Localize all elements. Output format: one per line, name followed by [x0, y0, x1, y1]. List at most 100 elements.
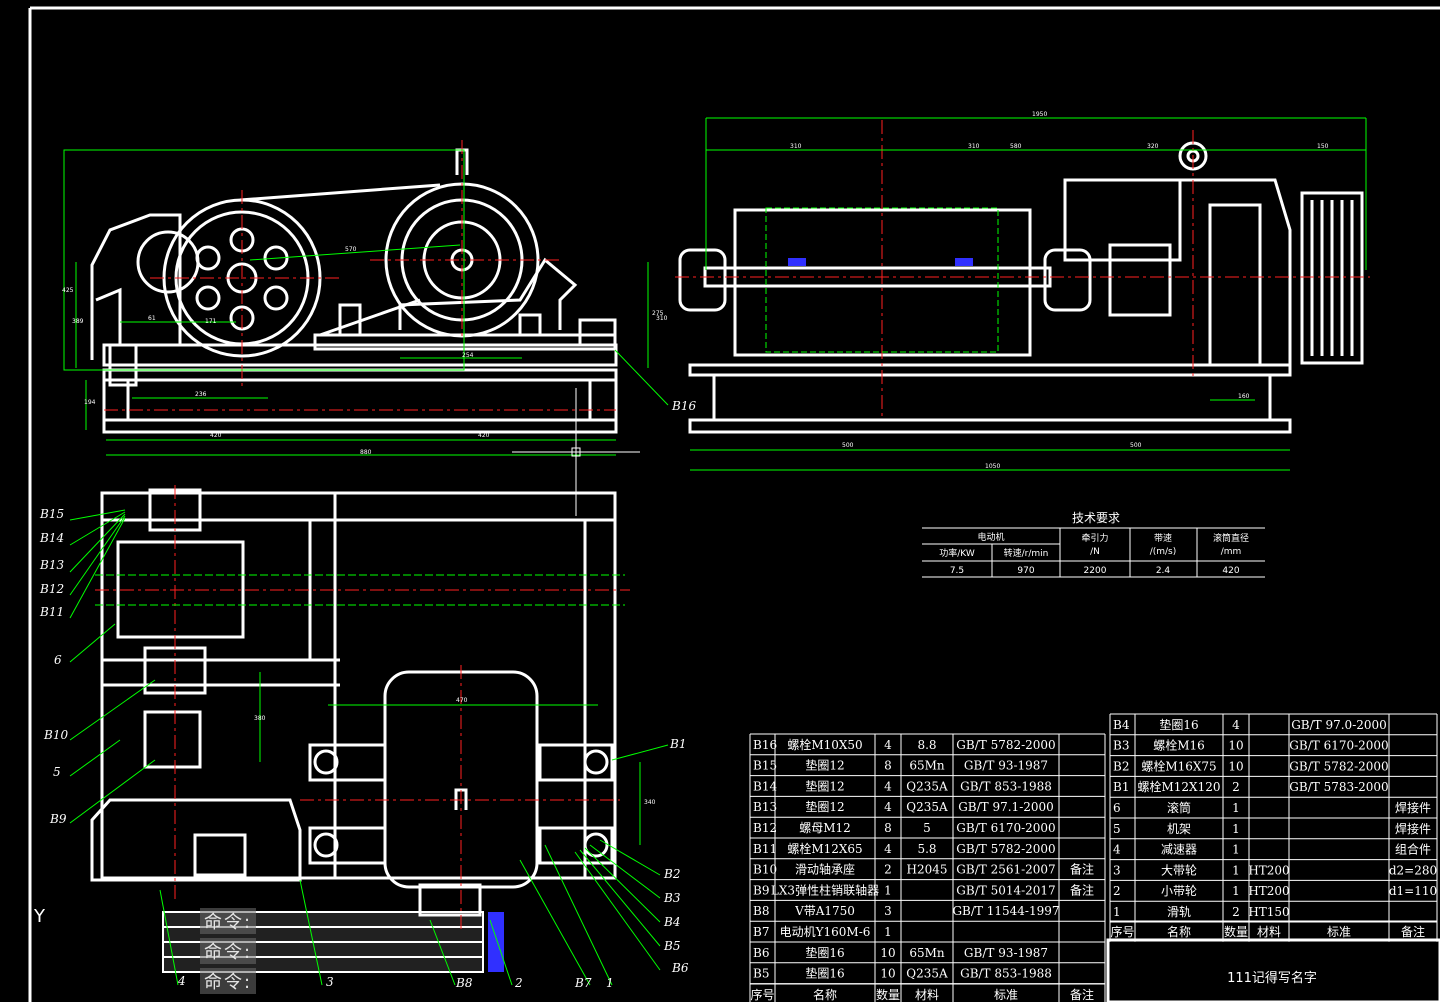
bom-cell: 滚筒 — [1167, 800, 1191, 815]
bom-cell: 减速器 — [1161, 843, 1197, 857]
bom-cell: GB/T 93-1987 — [964, 759, 1048, 773]
bom-cell: 1 — [1113, 905, 1121, 919]
dimension-value: 420 — [210, 432, 222, 439]
tech-header: 带速/(m/s) — [1150, 533, 1177, 557]
bom-cell: 大带轮 — [1161, 863, 1197, 877]
dimension-value: 310 — [656, 315, 668, 322]
bom-footer-cell: 材料 — [915, 988, 939, 1002]
tech-header: 牵引力/N — [1081, 532, 1108, 557]
tech-value: 7.5 — [950, 566, 964, 576]
bom-cell: 3 — [1113, 863, 1121, 877]
command-prompt-1[interactable]: 命令: — [200, 908, 257, 934]
bom-cell: B4 — [1113, 718, 1130, 732]
bom-cell: B7 — [753, 925, 769, 939]
bom-cell: 4 — [1113, 843, 1121, 857]
ucs-y-axis-label: Y — [34, 906, 45, 927]
bom-cell: GB/T 5782-2000 — [1289, 759, 1388, 773]
bom-cell: GB/T 11544-1997 — [952, 904, 1059, 918]
bom-cell: 机架 — [1167, 822, 1191, 836]
bom-cell: 2 — [1232, 780, 1240, 794]
bom-cell: 5 — [923, 821, 931, 835]
bom-cell: B2 — [1113, 759, 1129, 773]
dimension-value: 310 — [968, 143, 980, 150]
dimension-value: 389 — [72, 318, 84, 325]
bom-cell: 10 — [880, 967, 895, 981]
dimension-value: 880 — [360, 449, 372, 456]
bom-cell: 1 — [1232, 801, 1240, 815]
bom-cell: HT200 — [1248, 884, 1289, 898]
title-block: 111记得写名字 — [1106, 938, 1440, 1002]
bom-cell: 10 — [880, 946, 895, 960]
bom-cell: B3 — [1113, 739, 1129, 753]
bom-cell: HT200 — [1248, 863, 1289, 877]
tech-header: 功率/KW — [939, 547, 975, 559]
bom-footer-cell: 材料 — [1257, 925, 1281, 939]
bom-cell: 焊接件 — [1395, 821, 1431, 836]
tech-header-motor: 电动机 — [977, 531, 1004, 543]
command-prompt-2[interactable]: 命令: — [200, 938, 257, 964]
bom-cell: 3 — [884, 904, 892, 918]
bom-cell: 电动机Y160M-6 — [780, 925, 871, 939]
bom-cell: 8 — [884, 759, 892, 773]
bom-cell: 垫圈16 — [805, 945, 844, 960]
bom-cell: B5 — [753, 967, 769, 981]
bom-cell: 备注 — [1070, 862, 1094, 877]
bom-footer-cell: 名称 — [1167, 924, 1191, 939]
dimension-value: 171 — [205, 318, 217, 325]
bom-cell: 4 — [884, 800, 892, 814]
bom-cell: 1 — [1232, 843, 1240, 857]
dimension-value: 425 — [62, 287, 74, 294]
bom-cell: B16 — [753, 738, 777, 752]
bom-cell: 备注 — [1070, 882, 1094, 897]
bom-cell: GB/T 853-1988 — [960, 967, 1052, 981]
dimension-value: 500 — [842, 442, 854, 449]
bom-cell: B14 — [753, 779, 777, 793]
bom-cell: Q235A — [906, 779, 948, 793]
callout-label: 3 — [326, 975, 334, 989]
dimension-value: 61 — [148, 315, 156, 322]
cad-cursor — [512, 388, 640, 516]
bom-cell: 垫圈16 — [805, 966, 844, 981]
bom-cell: 垫圈12 — [805, 778, 844, 793]
callout-label: B10 — [43, 728, 68, 742]
bom-cell: 65Mn — [909, 946, 945, 960]
bom-cell: 8 — [884, 821, 892, 835]
callout-label: B11 — [39, 605, 64, 619]
callout-label: B15 — [39, 507, 64, 521]
bom-cell: 垫圈16 — [1159, 717, 1198, 732]
tech-value: 2.4 — [1156, 566, 1171, 576]
callout-label: B3 — [663, 891, 681, 905]
bom-cell: 垫圈12 — [805, 799, 844, 814]
bom-cell: GB/T 2561-2007 — [956, 863, 1055, 877]
title-block-caption: 111记得写名字 — [1227, 970, 1317, 986]
bom-cell: B10 — [753, 863, 777, 877]
callout-label: B1 — [669, 737, 686, 751]
bom-cell: 滑动轴承座 — [795, 862, 855, 877]
bom-cell: 组合件 — [1395, 842, 1431, 857]
callout-label: B5 — [663, 939, 680, 953]
bom-cell: H2045 — [906, 863, 947, 877]
bom-footer-cell: 数量 — [1224, 924, 1248, 939]
callout-label: B8 — [455, 976, 473, 990]
bom-cell: GB/T 5783-2000 — [1289, 780, 1388, 794]
callout-label: B2 — [663, 867, 680, 881]
bom-cell: GB/T 97.0-2000 — [1291, 718, 1387, 732]
bom-cell: HT150 — [1248, 905, 1289, 919]
callout-label: B9 — [49, 812, 67, 826]
bom-cell: B12 — [753, 821, 777, 835]
bom-cell: 垫圈12 — [805, 758, 844, 773]
plan-view — [90, 485, 641, 973]
bom-cell: 5 — [1113, 822, 1121, 836]
bom-cell: B11 — [753, 842, 777, 856]
command-prompt-3[interactable]: 命令: — [200, 968, 257, 994]
bom-footer-cell: 标准 — [1327, 925, 1351, 939]
bom-cell: GB/T 5782-2000 — [956, 842, 1055, 856]
bom-cell: B1 — [1113, 780, 1129, 794]
dimension-value: 420 — [478, 432, 490, 439]
